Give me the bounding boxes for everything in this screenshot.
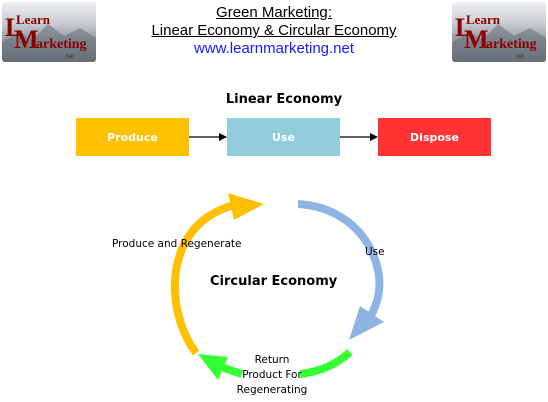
use-box: Use bbox=[227, 118, 340, 156]
produce-regenerate-arc bbox=[170, 201, 236, 356]
use-arrowhead bbox=[349, 306, 384, 340]
return-arc-right bbox=[299, 348, 353, 378]
learn-marketing-logo-left: L Learn M arketing .net bbox=[2, 2, 96, 62]
svg-text:L: L bbox=[455, 13, 472, 42]
return-arc-left bbox=[220, 363, 244, 378]
produce-box: Produce bbox=[76, 118, 189, 156]
circular-economy-title: Circular Economy bbox=[210, 274, 338, 289]
produce-regenerate-label: Produce and Regenerate bbox=[112, 238, 242, 250]
logo-text-small: .net bbox=[514, 54, 524, 60]
produce-regenerate-arrowhead bbox=[228, 193, 264, 220]
return-label-line: Regenerating bbox=[236, 384, 308, 396]
header-website-link[interactable]: www.learnmarketing.net bbox=[193, 40, 355, 57]
learn-marketing-logo-right: L Learn M arketing .net bbox=[452, 2, 546, 62]
return-arrowhead bbox=[198, 354, 228, 380]
svg-text:arketing: arketing bbox=[36, 37, 87, 52]
header-subtitle: Linear Economy & Circular Economy bbox=[151, 22, 397, 39]
logo-text-top: Learn bbox=[16, 12, 51, 27]
svg-text:L: L bbox=[5, 13, 22, 42]
return-label-line: Product For bbox=[242, 369, 302, 381]
logo-text-small: .net bbox=[64, 54, 74, 60]
linear-economy-title: Linear Economy bbox=[225, 92, 343, 107]
svg-text:arketing: arketing bbox=[486, 37, 537, 52]
return-label: Return Product For Regenerating bbox=[224, 353, 320, 398]
logo-text-top: Learn bbox=[466, 12, 501, 27]
dispose-box: Dispose bbox=[378, 118, 491, 156]
svg-text:M: M bbox=[14, 25, 39, 54]
header-title: Green Marketing: bbox=[216, 4, 332, 21]
use-arc bbox=[297, 200, 384, 320]
return-label-line: Return bbox=[254, 354, 290, 366]
logo-graphic: L Learn M arketing .net bbox=[2, 12, 96, 62]
use-label: Use bbox=[365, 246, 385, 258]
logo-graphic: L Learn M arketing .net bbox=[452, 12, 546, 62]
svg-text:M: M bbox=[464, 25, 489, 54]
